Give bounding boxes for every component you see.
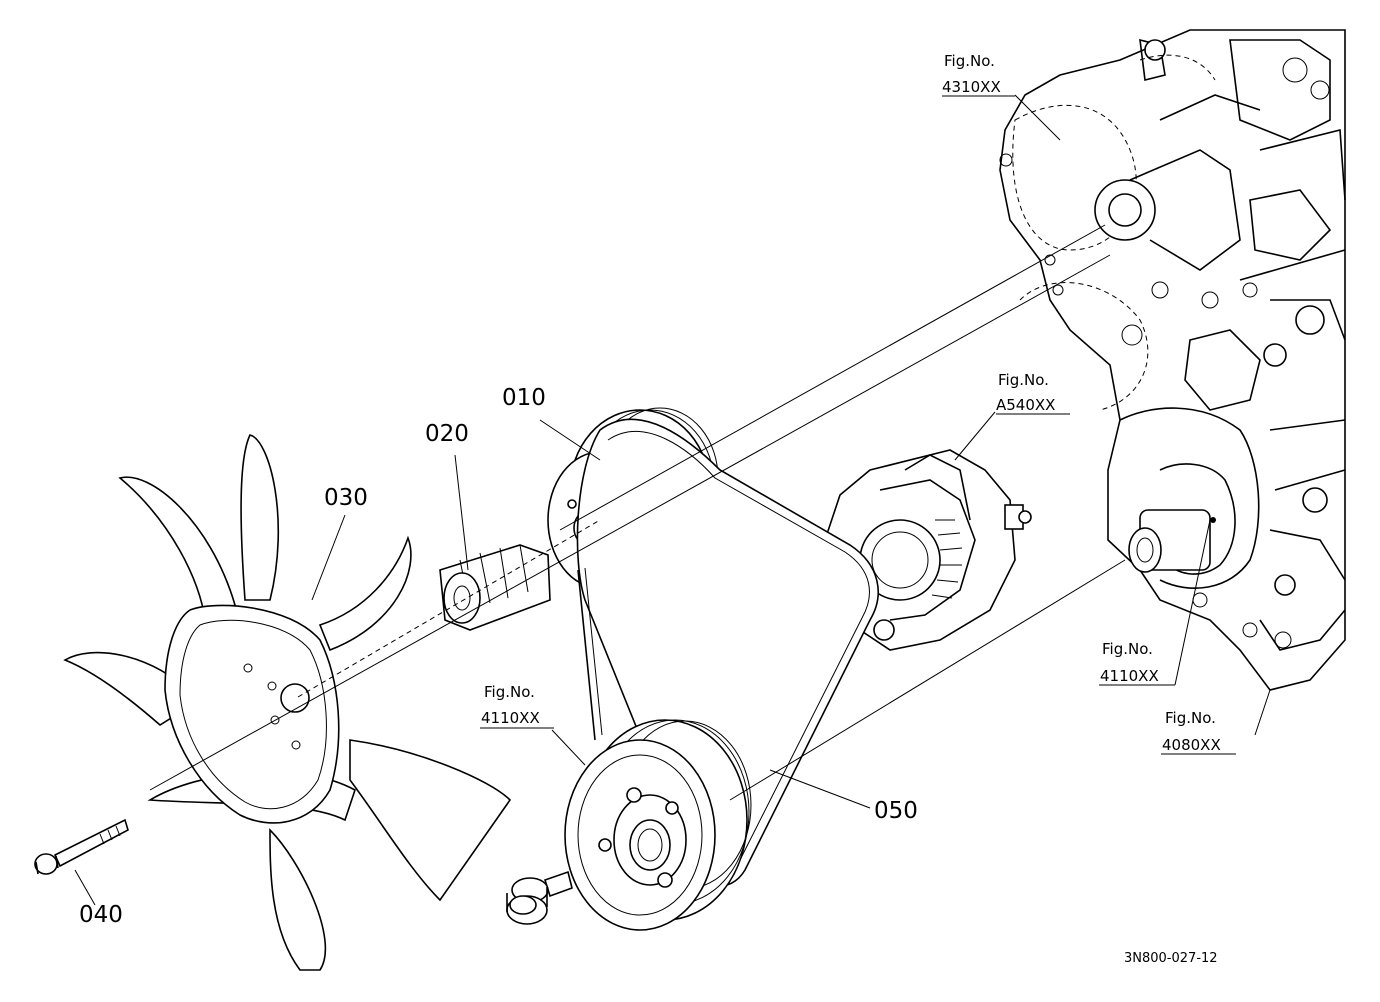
fan-bolt: [34, 818, 129, 875]
cooling-fan: [63, 434, 512, 971]
figure-ref-number: 4110XX: [481, 709, 540, 727]
crank-pulley: [564, 719, 752, 931]
part-label-030: 030: [324, 485, 368, 511]
part-label-040: 040: [79, 902, 123, 928]
engine-block: [999, 29, 1346, 691]
figure-ref-label: Fig.No.: [998, 371, 1049, 389]
drawing-code: 3N800-027-12: [1124, 951, 1218, 966]
fan-spacer: [439, 544, 551, 631]
alternator-fins: [931, 519, 963, 599]
figure-ref-label: Fig.No.: [1102, 640, 1153, 658]
v-belt: [576, 418, 879, 887]
crank-bolt: [506, 870, 573, 925]
figure-ref-label: Fig.No.: [484, 683, 535, 701]
figure-ref-label: Fig.No.: [1165, 709, 1216, 727]
figure-ref-number: 4080XX: [1162, 736, 1221, 754]
figure-ref-number: A540XX: [996, 396, 1055, 414]
part-labels: 010 020 030 040 050: [79, 385, 918, 928]
figure-ref-number: 4110XX: [1100, 667, 1159, 685]
part-label-020: 020: [425, 421, 469, 447]
figure-ref-label: Fig.No.: [944, 52, 995, 70]
assembly-lines: [149, 224, 1126, 801]
figure-references: Fig.No. 4310XX Fig.No. A540XX Fig.No. 41…: [480, 52, 1236, 755]
part-label-010: 010: [502, 385, 546, 411]
leader-lines: [74, 94, 1271, 906]
figure-ref-number: 4310XX: [942, 78, 1001, 96]
part-label-050: 050: [874, 798, 918, 824]
